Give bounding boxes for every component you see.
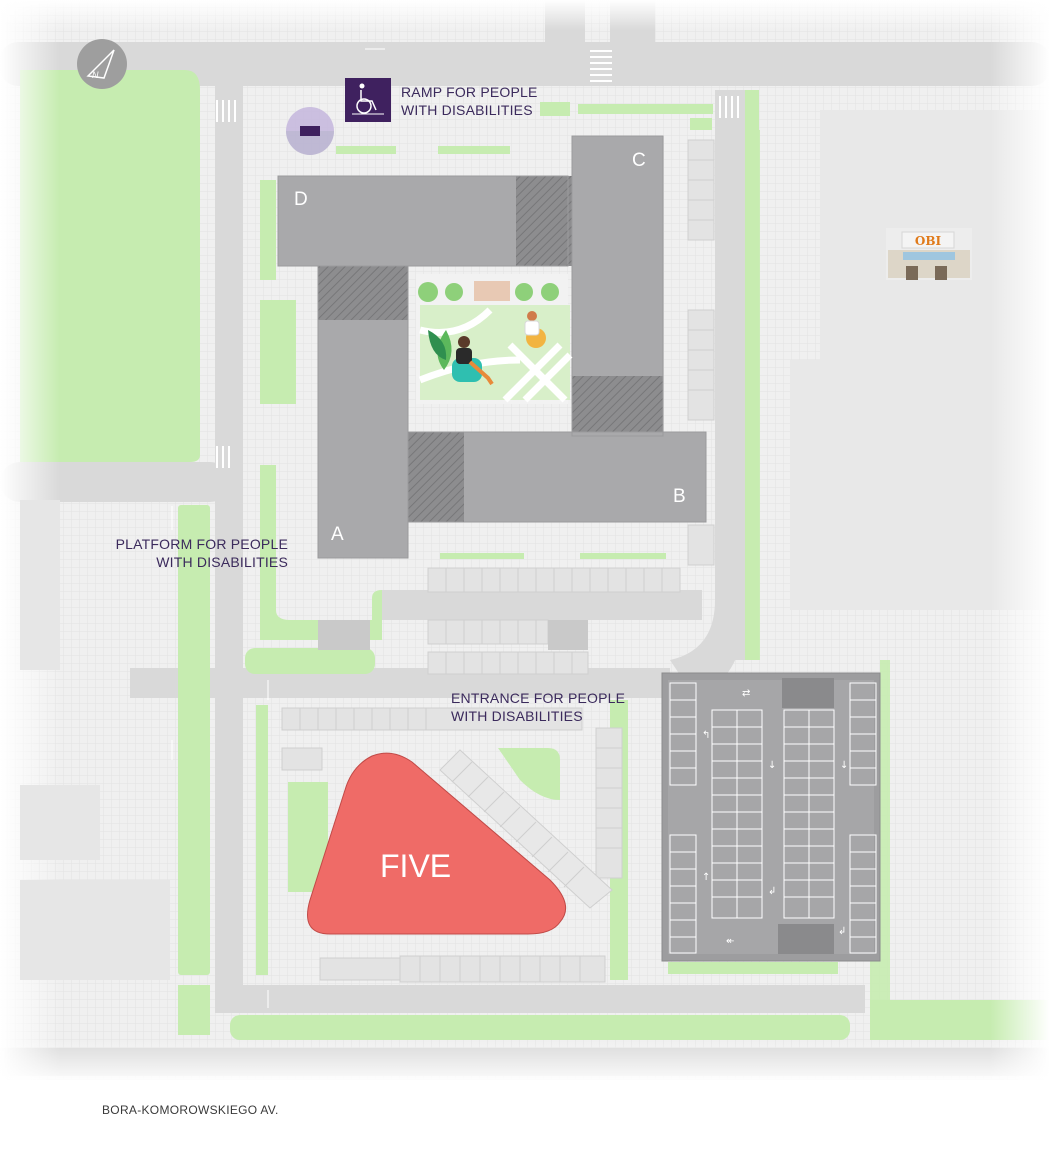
svg-text:↰: ↰: [702, 730, 710, 741]
neighbour-buildings: [20, 500, 170, 980]
ramp-label: RAMP FOR PEOPLE WITH DISABILITIES: [401, 84, 538, 118]
svg-text:↓: ↓: [840, 760, 848, 771]
svg-text:↑: ↑: [702, 872, 710, 883]
svg-text:↲: ↲: [838, 926, 846, 937]
svg-text:↲: ↲: [768, 886, 776, 897]
building-five-label: FIVE: [380, 848, 451, 884]
store-icon: [886, 228, 972, 280]
road-markings: [171, 48, 385, 1008]
crosswalks: [216, 50, 739, 468]
svg-text:↓: ↓: [768, 760, 776, 771]
ramp-marker: [286, 107, 334, 155]
parking-lines: [299, 159, 714, 982]
building-c-label: C: [632, 150, 646, 171]
svg-text:⇄: ⇄: [742, 688, 750, 699]
platform-label: PLATFORM FOR PEOPLE WITH DISABILITIES: [115, 536, 288, 570]
parking-garage: ⇄ ↰ ↓ ↓ ↑ ↲ ↲ ↞: [661, 672, 881, 962]
wheelchair-ramp-icon: [345, 78, 391, 122]
svg-text:↞: ↞: [726, 936, 734, 947]
entrance-label: ENTRANCE FOR PEOPLE WITH DISABILITIES: [451, 690, 626, 724]
compass-letter: N: [92, 70, 99, 80]
building-d-label: D: [294, 189, 308, 210]
parking-spaces: [281, 139, 715, 983]
courtyard: [416, 274, 573, 404]
diagonal-parking: [439, 749, 613, 909]
garage-ramps: [318, 620, 588, 650]
store-sign: OBI: [915, 234, 942, 248]
building-b-label: B: [673, 486, 686, 507]
compass-icon: [77, 39, 127, 89]
main-building: [277, 135, 707, 559]
building-a-label: A: [331, 524, 344, 545]
street-name: BORA-KOMOROWSKIEGO AV.: [102, 1103, 279, 1117]
building-five: [307, 752, 567, 935]
